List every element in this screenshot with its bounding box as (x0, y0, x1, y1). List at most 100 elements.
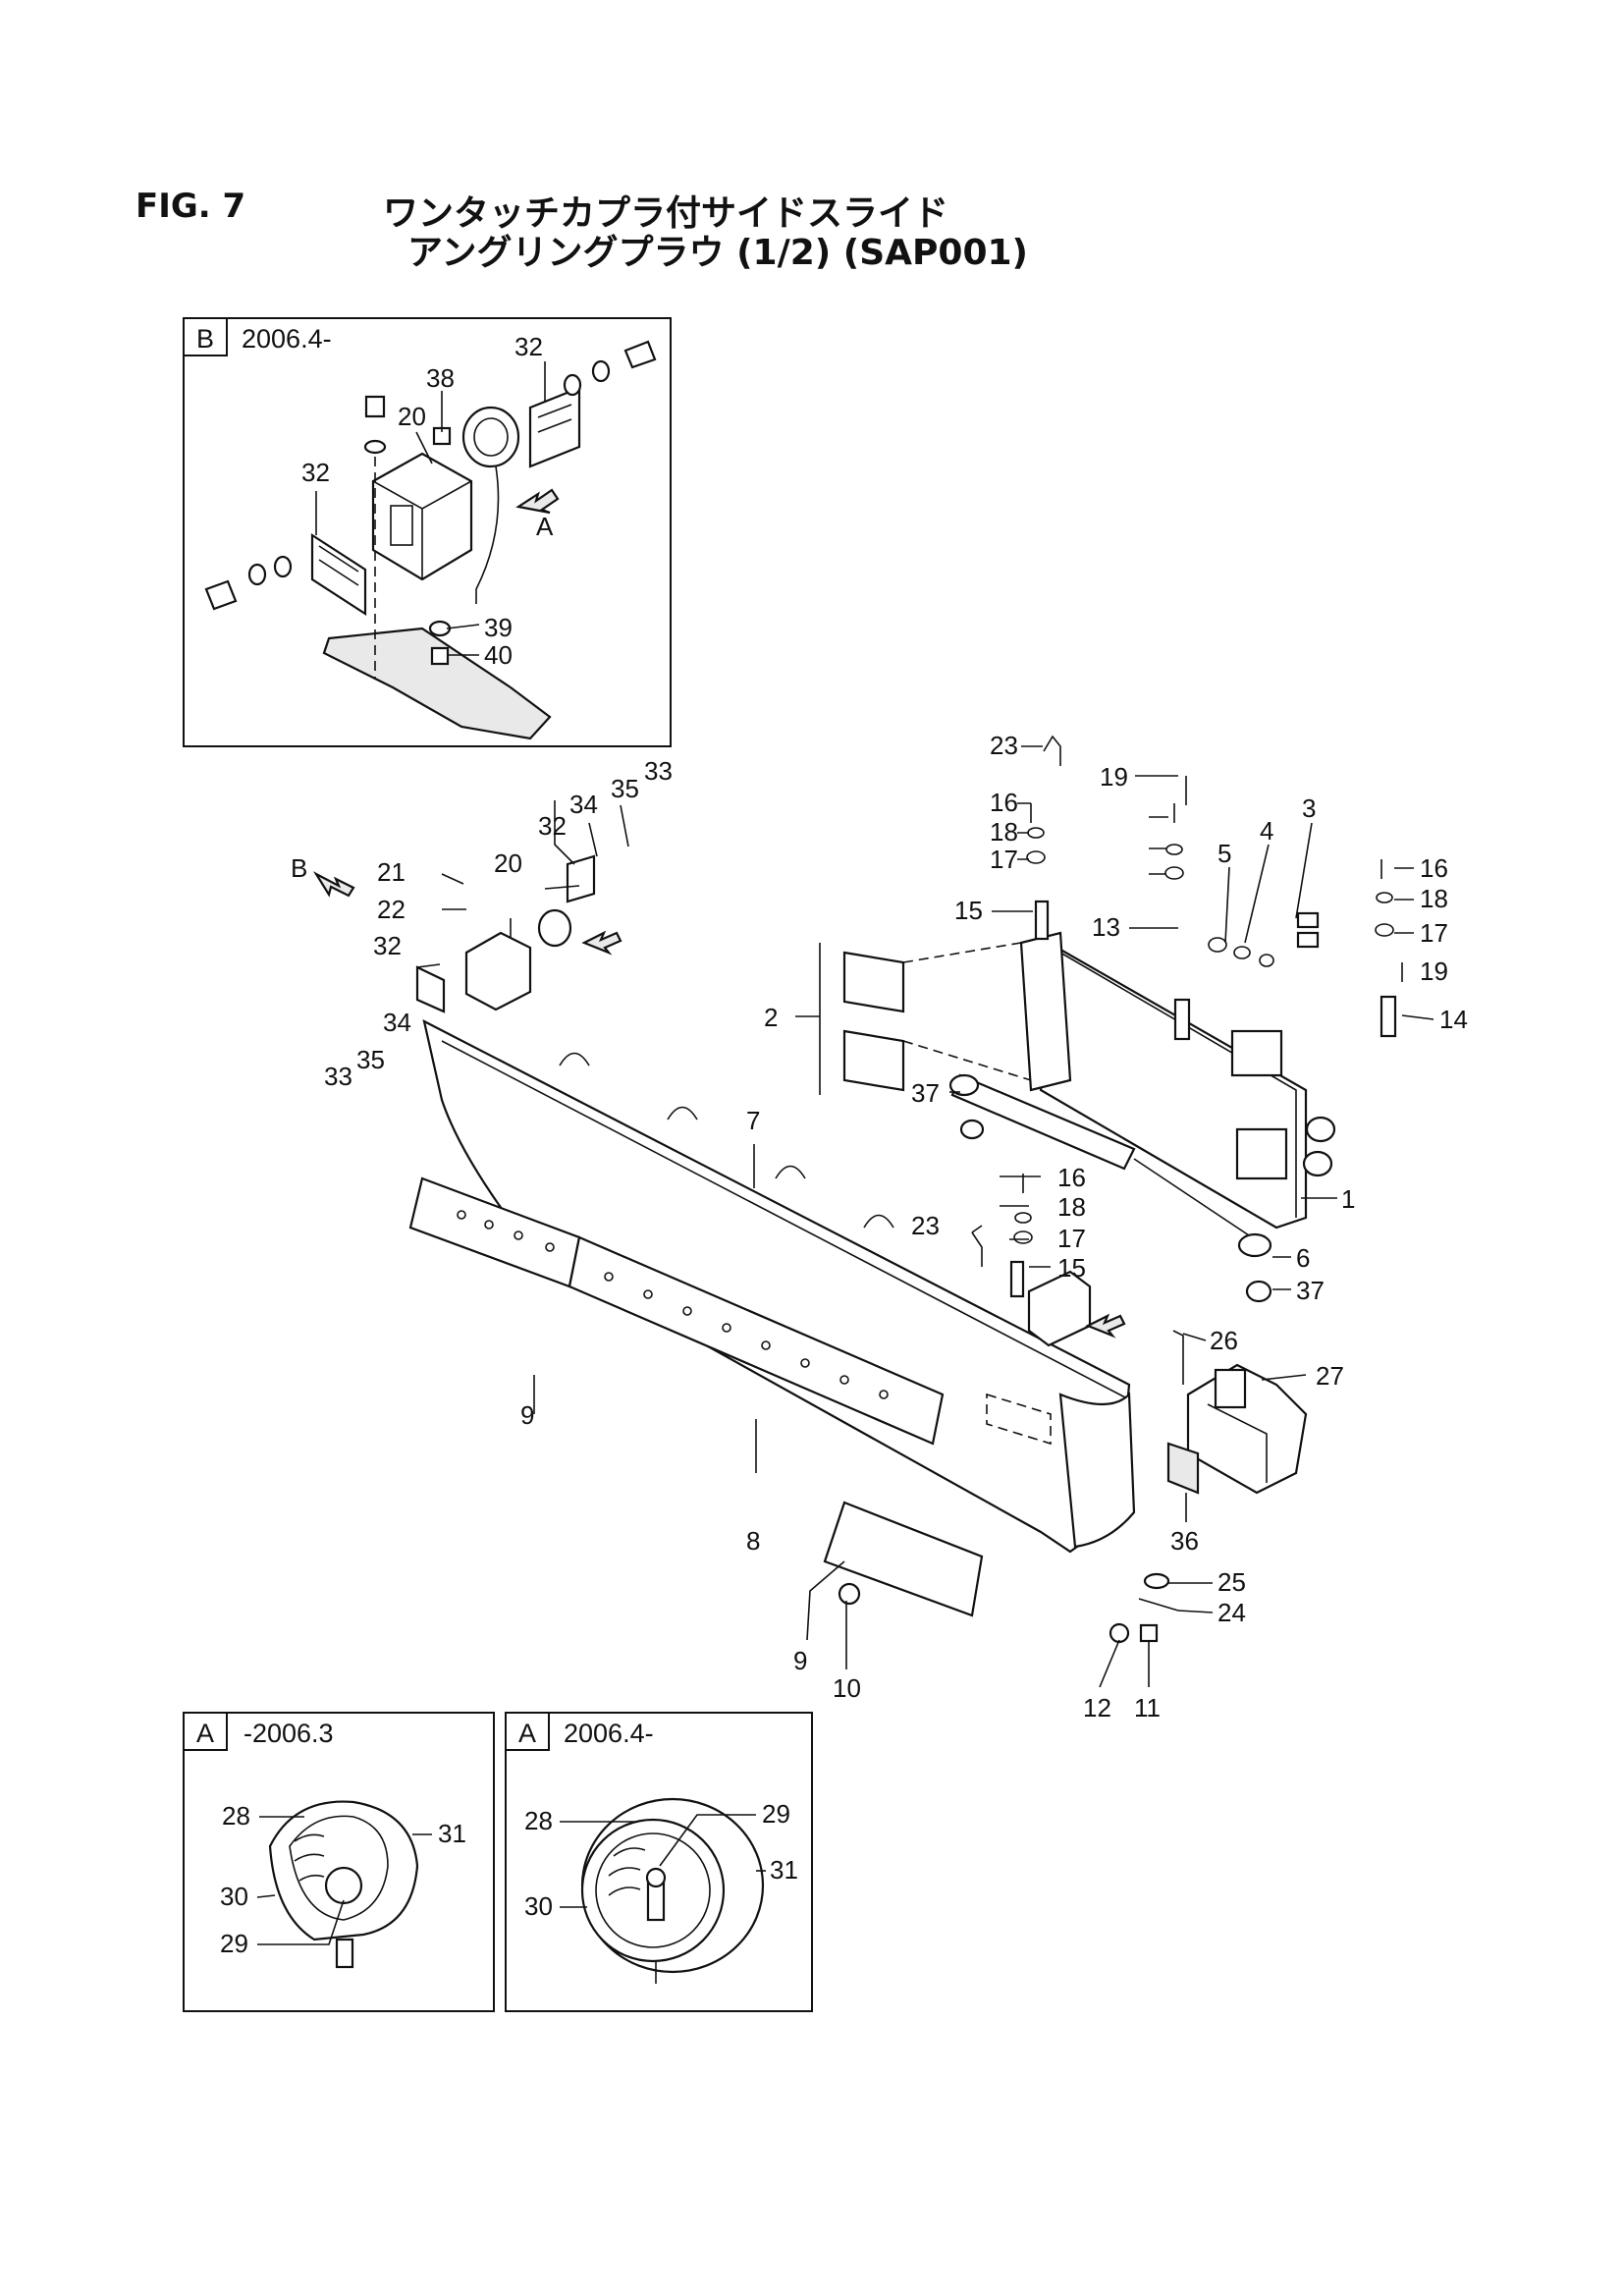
blade-lamp-assembly (415, 854, 1092, 1446)
callouts-inset-a-old: 28 31 30 29 (220, 1801, 466, 1958)
callout: 16 (1420, 853, 1448, 883)
callout: 1 (1341, 1184, 1355, 1214)
callout: 10 (833, 1673, 861, 1703)
callout: 32 (538, 811, 567, 841)
callout: 23 (911, 1211, 940, 1240)
callout: 6 (1296, 1243, 1310, 1273)
inset-a-old-date: -2006.3 (243, 1719, 334, 1748)
callout: 28 (524, 1806, 553, 1835)
inset-b-letter: B (196, 324, 214, 354)
callout: 16 (990, 788, 1018, 817)
callout: 3 (1302, 793, 1316, 823)
callout: 19 (1420, 957, 1448, 986)
leader-lines (256, 361, 1434, 1945)
callout: 15 (954, 896, 983, 925)
callout: 8 (746, 1526, 760, 1556)
callout: 33 (644, 756, 673, 786)
bushings (959, 1119, 1272, 1303)
callout: 27 (1316, 1361, 1344, 1391)
callout: 34 (569, 790, 598, 819)
cutting-edge-center (568, 1235, 945, 1446)
callout: 20 (494, 848, 522, 878)
arrow-a-label: A (536, 512, 554, 541)
callout: 2 (764, 1003, 778, 1032)
inset-a-new-letter: A (518, 1719, 536, 1748)
callout: 24 (1217, 1598, 1246, 1627)
callout: 19 (1100, 762, 1128, 792)
callout: 34 (383, 1008, 411, 1037)
callout: 35 (356, 1045, 385, 1074)
callouts-inset-b: 38 20 32 32 39 40 (301, 332, 543, 670)
callout: 21 (377, 857, 406, 887)
callout: 40 (484, 640, 513, 670)
blade-hardware-bottom (838, 1572, 1179, 1644)
callout: 29 (762, 1799, 790, 1829)
callout: 18 (1057, 1192, 1086, 1222)
callout: 7 (746, 1106, 760, 1135)
callout: 30 (524, 1891, 553, 1921)
callout: 18 (990, 817, 1018, 847)
callout: 22 (377, 895, 406, 924)
callout: 29 (220, 1929, 248, 1958)
inset-a-new-date: 2006.4- (564, 1719, 654, 1748)
callout: 37 (911, 1078, 940, 1108)
callout: 35 (611, 774, 639, 803)
callout: 31 (770, 1855, 798, 1885)
callout: 5 (1217, 839, 1231, 868)
callout: 30 (220, 1882, 248, 1911)
callout: 33 (324, 1062, 352, 1091)
inset-b-date: 2006.4- (242, 324, 332, 354)
cutting-edge-right (823, 1501, 984, 1617)
cylinder-pins (1009, 900, 1397, 1298)
arrow-b-label: B (291, 853, 307, 883)
quick-coupler (1166, 1330, 1308, 1495)
callout: 37 (1296, 1276, 1325, 1305)
callout: 9 (520, 1400, 534, 1430)
callout: 17 (1420, 918, 1448, 948)
callout: 4 (1260, 816, 1273, 846)
main-frame (1019, 931, 1308, 1230)
view-arrow-b: B (291, 853, 355, 898)
callout: 12 (1083, 1693, 1111, 1722)
inset-a-new-frame: A 2006.4- (505, 1712, 813, 2012)
callout: 38 (426, 363, 455, 393)
inset-b-frame: B 2006.4- (183, 317, 672, 747)
callout: 13 (1092, 912, 1120, 942)
hardware-fittings (971, 735, 1403, 1267)
figure-title-line-2: アングリングプラウ (1/2) (SAP001) (407, 233, 1029, 273)
callout: 9 (793, 1646, 807, 1675)
inset-a-new-lamp (580, 1797, 765, 1984)
pivot-pin (1302, 1116, 1336, 1177)
callout: 28 (222, 1801, 250, 1831)
callouts-main: 23 19 16 18 17 15 13 5 4 3 16 18 17 19 1… (324, 731, 1468, 1722)
side-brackets (819, 942, 1032, 1095)
callout: 17 (1057, 1224, 1086, 1253)
callout: 20 (398, 402, 426, 431)
callout: 15 (1057, 1253, 1086, 1283)
callout: 32 (514, 332, 543, 361)
callout: 31 (438, 1819, 466, 1848)
edge-bolt-holes (457, 1210, 889, 1399)
callout: 16 (1057, 1163, 1086, 1192)
inset-a-old-letter: A (196, 1719, 214, 1748)
callout: 25 (1217, 1567, 1246, 1597)
callout: 14 (1439, 1005, 1468, 1034)
inset-a-old-lamp (268, 1800, 419, 1969)
callout: 32 (373, 931, 402, 960)
inset-a-old-frame: A -2006.3 (183, 1712, 495, 2012)
callouts-inset-a-new: 28 29 31 30 (524, 1799, 798, 1921)
figure-title-line-1: ワンタッチカプラ付サイドスライド (383, 193, 949, 234)
callout: 26 (1210, 1326, 1238, 1355)
callout: 18 (1420, 884, 1448, 913)
callout: 11 (1134, 1693, 1161, 1722)
plow-blade (422, 1018, 1136, 1554)
callout: 36 (1170, 1526, 1199, 1556)
hydraulic-cylinder (948, 1073, 1272, 1258)
figure-number: FIG. 7 (135, 187, 246, 226)
inset-b-lamp-assembly: A (204, 340, 657, 740)
callout: 17 (990, 845, 1018, 874)
callout: 39 (484, 613, 513, 642)
callout: 23 (990, 731, 1018, 760)
view-arrow-a-main (581, 930, 1126, 1339)
